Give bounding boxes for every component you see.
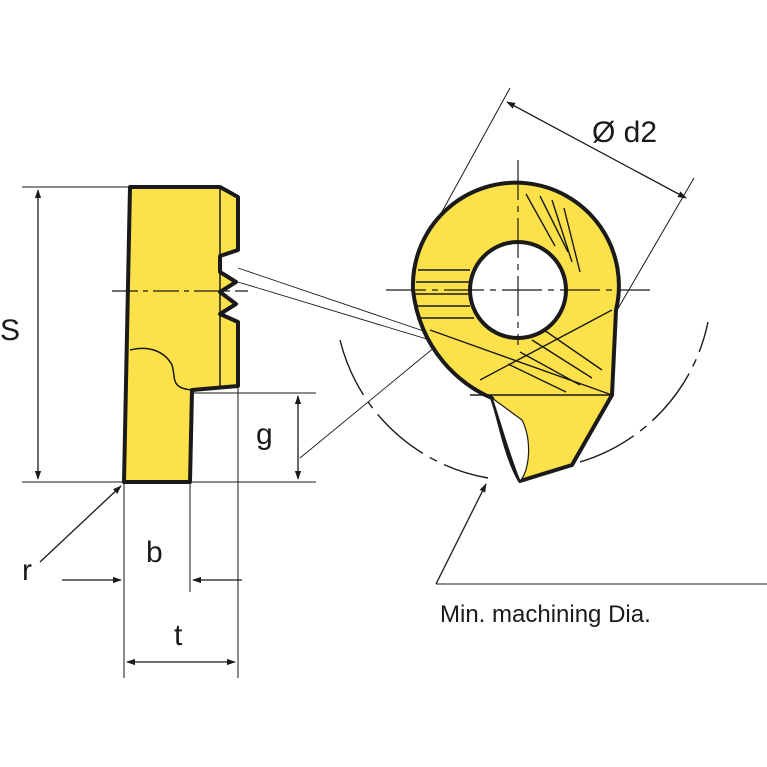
dimension-g: g <box>190 392 316 483</box>
label-g: g <box>256 418 273 451</box>
dimension-b: b <box>62 482 242 678</box>
side-view-body <box>122 185 240 484</box>
label-t: t <box>174 619 183 652</box>
insert-side-view <box>112 185 248 484</box>
front-view-facets <box>414 193 613 396</box>
label-b: b <box>146 536 163 569</box>
insert-front-view <box>386 160 650 483</box>
dimension-d2: Ø d2 <box>437 87 695 313</box>
dimension-s: S <box>0 186 130 483</box>
side-view-break-line <box>129 347 193 391</box>
label-d2: Ø d2 <box>592 116 657 149</box>
dimension-r: r <box>22 485 122 587</box>
min-machining-circle: Min. machining Dia. <box>339 321 767 628</box>
label-r: r <box>22 554 32 587</box>
front-view-chip-gap <box>490 396 530 483</box>
dimension-t: t <box>126 386 239 678</box>
label-s: S <box>0 314 20 347</box>
label-min-machining-dia: Min. machining Dia. <box>440 601 651 628</box>
